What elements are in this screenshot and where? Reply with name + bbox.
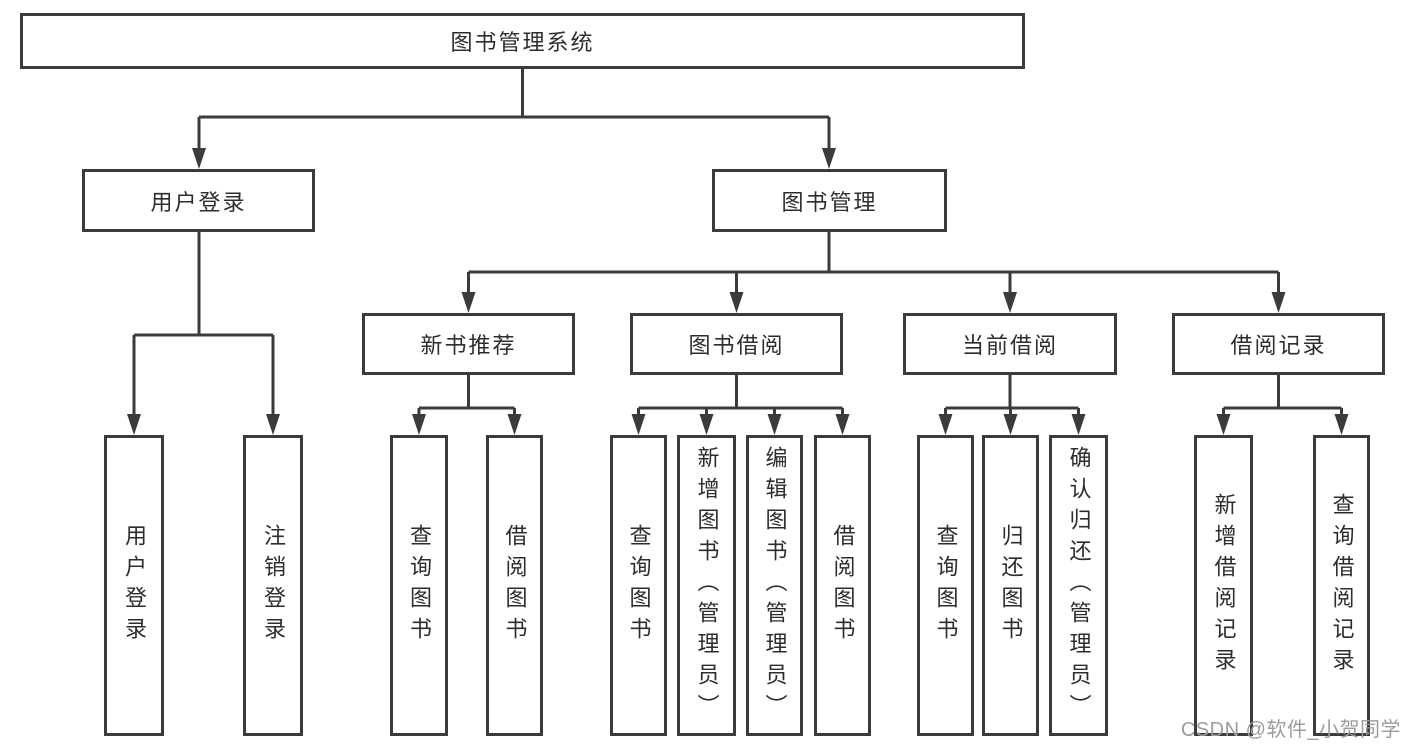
leaf-recommend-query-books: 查询图书 bbox=[390, 435, 448, 736]
node-root-label: 图书管理系统 bbox=[450, 30, 595, 55]
connector-root-to-level2 bbox=[197, 69, 831, 152]
connector-new-book-recommendation-to-leaves bbox=[417, 375, 516, 420]
leaf-user-login-label: 用户登录 bbox=[122, 523, 147, 648]
leaf-borrowing-query-books: 查询图书 bbox=[610, 435, 667, 736]
leaf-borrowing-borrow-books: 借阅图书 bbox=[814, 435, 871, 736]
leaf-records-query-record-label: 查询借阅记录 bbox=[1329, 492, 1355, 679]
node-borrowing-records-label: 借阅记录 bbox=[1230, 333, 1327, 358]
leaf-current-return-books-label: 归还图书 bbox=[998, 523, 1024, 648]
arrowhead-icon bbox=[1071, 414, 1086, 435]
arrowhead-icon bbox=[461, 292, 476, 313]
leaf-recommend-borrow-books: 借阅图书 bbox=[486, 435, 543, 736]
leaf-current-return-books: 归还图书 bbox=[982, 435, 1039, 736]
arrowhead-icon bbox=[835, 414, 850, 435]
node-current-borrowing: 当前借阅 bbox=[903, 313, 1117, 375]
arrowhead-icon bbox=[127, 414, 141, 435]
arrowhead-icon bbox=[699, 414, 714, 435]
connector-arrowheads bbox=[127, 148, 1349, 435]
leaf-current-query-books-label: 查询图书 bbox=[933, 523, 959, 648]
leaf-records-add-record: 新增借阅记录 bbox=[1194, 435, 1253, 736]
arrowhead-icon bbox=[266, 414, 280, 435]
leaf-user-login: 用户登录 bbox=[104, 435, 164, 736]
node-new-book-recommendation-label: 新书推荐 bbox=[420, 333, 517, 358]
leaf-current-query-books: 查询图书 bbox=[917, 435, 974, 736]
leaf-records-add-record-label: 新增借阅记录 bbox=[1211, 492, 1237, 679]
node-book-borrowing: 图书借阅 bbox=[630, 313, 843, 375]
node-book-management: 图书管理 bbox=[712, 169, 947, 232]
leaf-borrowing-edit-books-admin-label: 编辑图书（管理员） bbox=[762, 446, 788, 725]
leaf-borrowing-borrow-books-label: 借阅图书 bbox=[830, 523, 856, 648]
arrowhead-icon bbox=[192, 148, 206, 169]
arrowhead-icon bbox=[1334, 414, 1349, 435]
leaf-current-confirm-return-admin: 确认归还（管理员） bbox=[1049, 435, 1108, 736]
leaf-borrowing-edit-books-admin: 编辑图书（管理员） bbox=[746, 435, 803, 736]
watermark: CSDN @软件_小贺同学 bbox=[1180, 719, 1401, 741]
node-book-borrowing-label: 图书借阅 bbox=[688, 333, 785, 358]
node-new-book-recommendation: 新书推荐 bbox=[362, 313, 575, 375]
connector-current-borrowing-to-leaves bbox=[944, 375, 1080, 420]
leaf-current-confirm-return-admin-label: 确认归还（管理员） bbox=[1066, 446, 1092, 725]
connector-user-login-to-leaves bbox=[132, 232, 275, 420]
arrowhead-icon bbox=[767, 414, 782, 435]
node-borrowing-records: 借阅记录 bbox=[1172, 313, 1385, 375]
node-current-borrowing-label: 当前借阅 bbox=[961, 333, 1058, 358]
leaf-recommend-borrow-books-label: 借阅图书 bbox=[502, 523, 528, 648]
leaf-borrowing-query-books-label: 查询图书 bbox=[626, 523, 652, 648]
node-book-management-label: 图书管理 bbox=[781, 189, 878, 215]
arrowhead-icon bbox=[631, 414, 646, 435]
leaf-records-query-record: 查询借阅记录 bbox=[1313, 435, 1370, 736]
connector-lines bbox=[132, 69, 1343, 420]
arrowhead-icon bbox=[1003, 414, 1018, 435]
connector-borrowing-records-to-leaves bbox=[1222, 375, 1343, 420]
leaf-recommend-query-books-label: 查询图书 bbox=[407, 523, 432, 648]
leaf-logout-label: 注销登录 bbox=[261, 523, 286, 648]
connector-book-borrowing-to-leaves bbox=[637, 375, 844, 420]
arrowhead-icon bbox=[412, 414, 426, 435]
node-user-login: 用户登录 bbox=[82, 169, 315, 232]
leaf-borrowing-add-books-admin-label: 新增图书（管理员） bbox=[694, 446, 720, 725]
arrowhead-icon bbox=[1271, 292, 1286, 313]
arrowhead-icon bbox=[729, 292, 744, 313]
node-user-login-label: 用户登录 bbox=[150, 189, 247, 215]
arrowhead-icon bbox=[938, 414, 953, 435]
arrowhead-icon bbox=[507, 414, 522, 435]
arrowhead-icon bbox=[1003, 292, 1017, 313]
arrowhead-icon bbox=[1216, 414, 1231, 435]
node-root: 图书管理系统 bbox=[20, 13, 1025, 69]
connector-book-management-to-level3 bbox=[467, 232, 1280, 298]
leaf-borrowing-add-books-admin: 新增图书（管理员） bbox=[677, 435, 736, 736]
arrowhead-icon bbox=[822, 148, 836, 169]
leaf-logout: 注销登录 bbox=[243, 435, 303, 736]
